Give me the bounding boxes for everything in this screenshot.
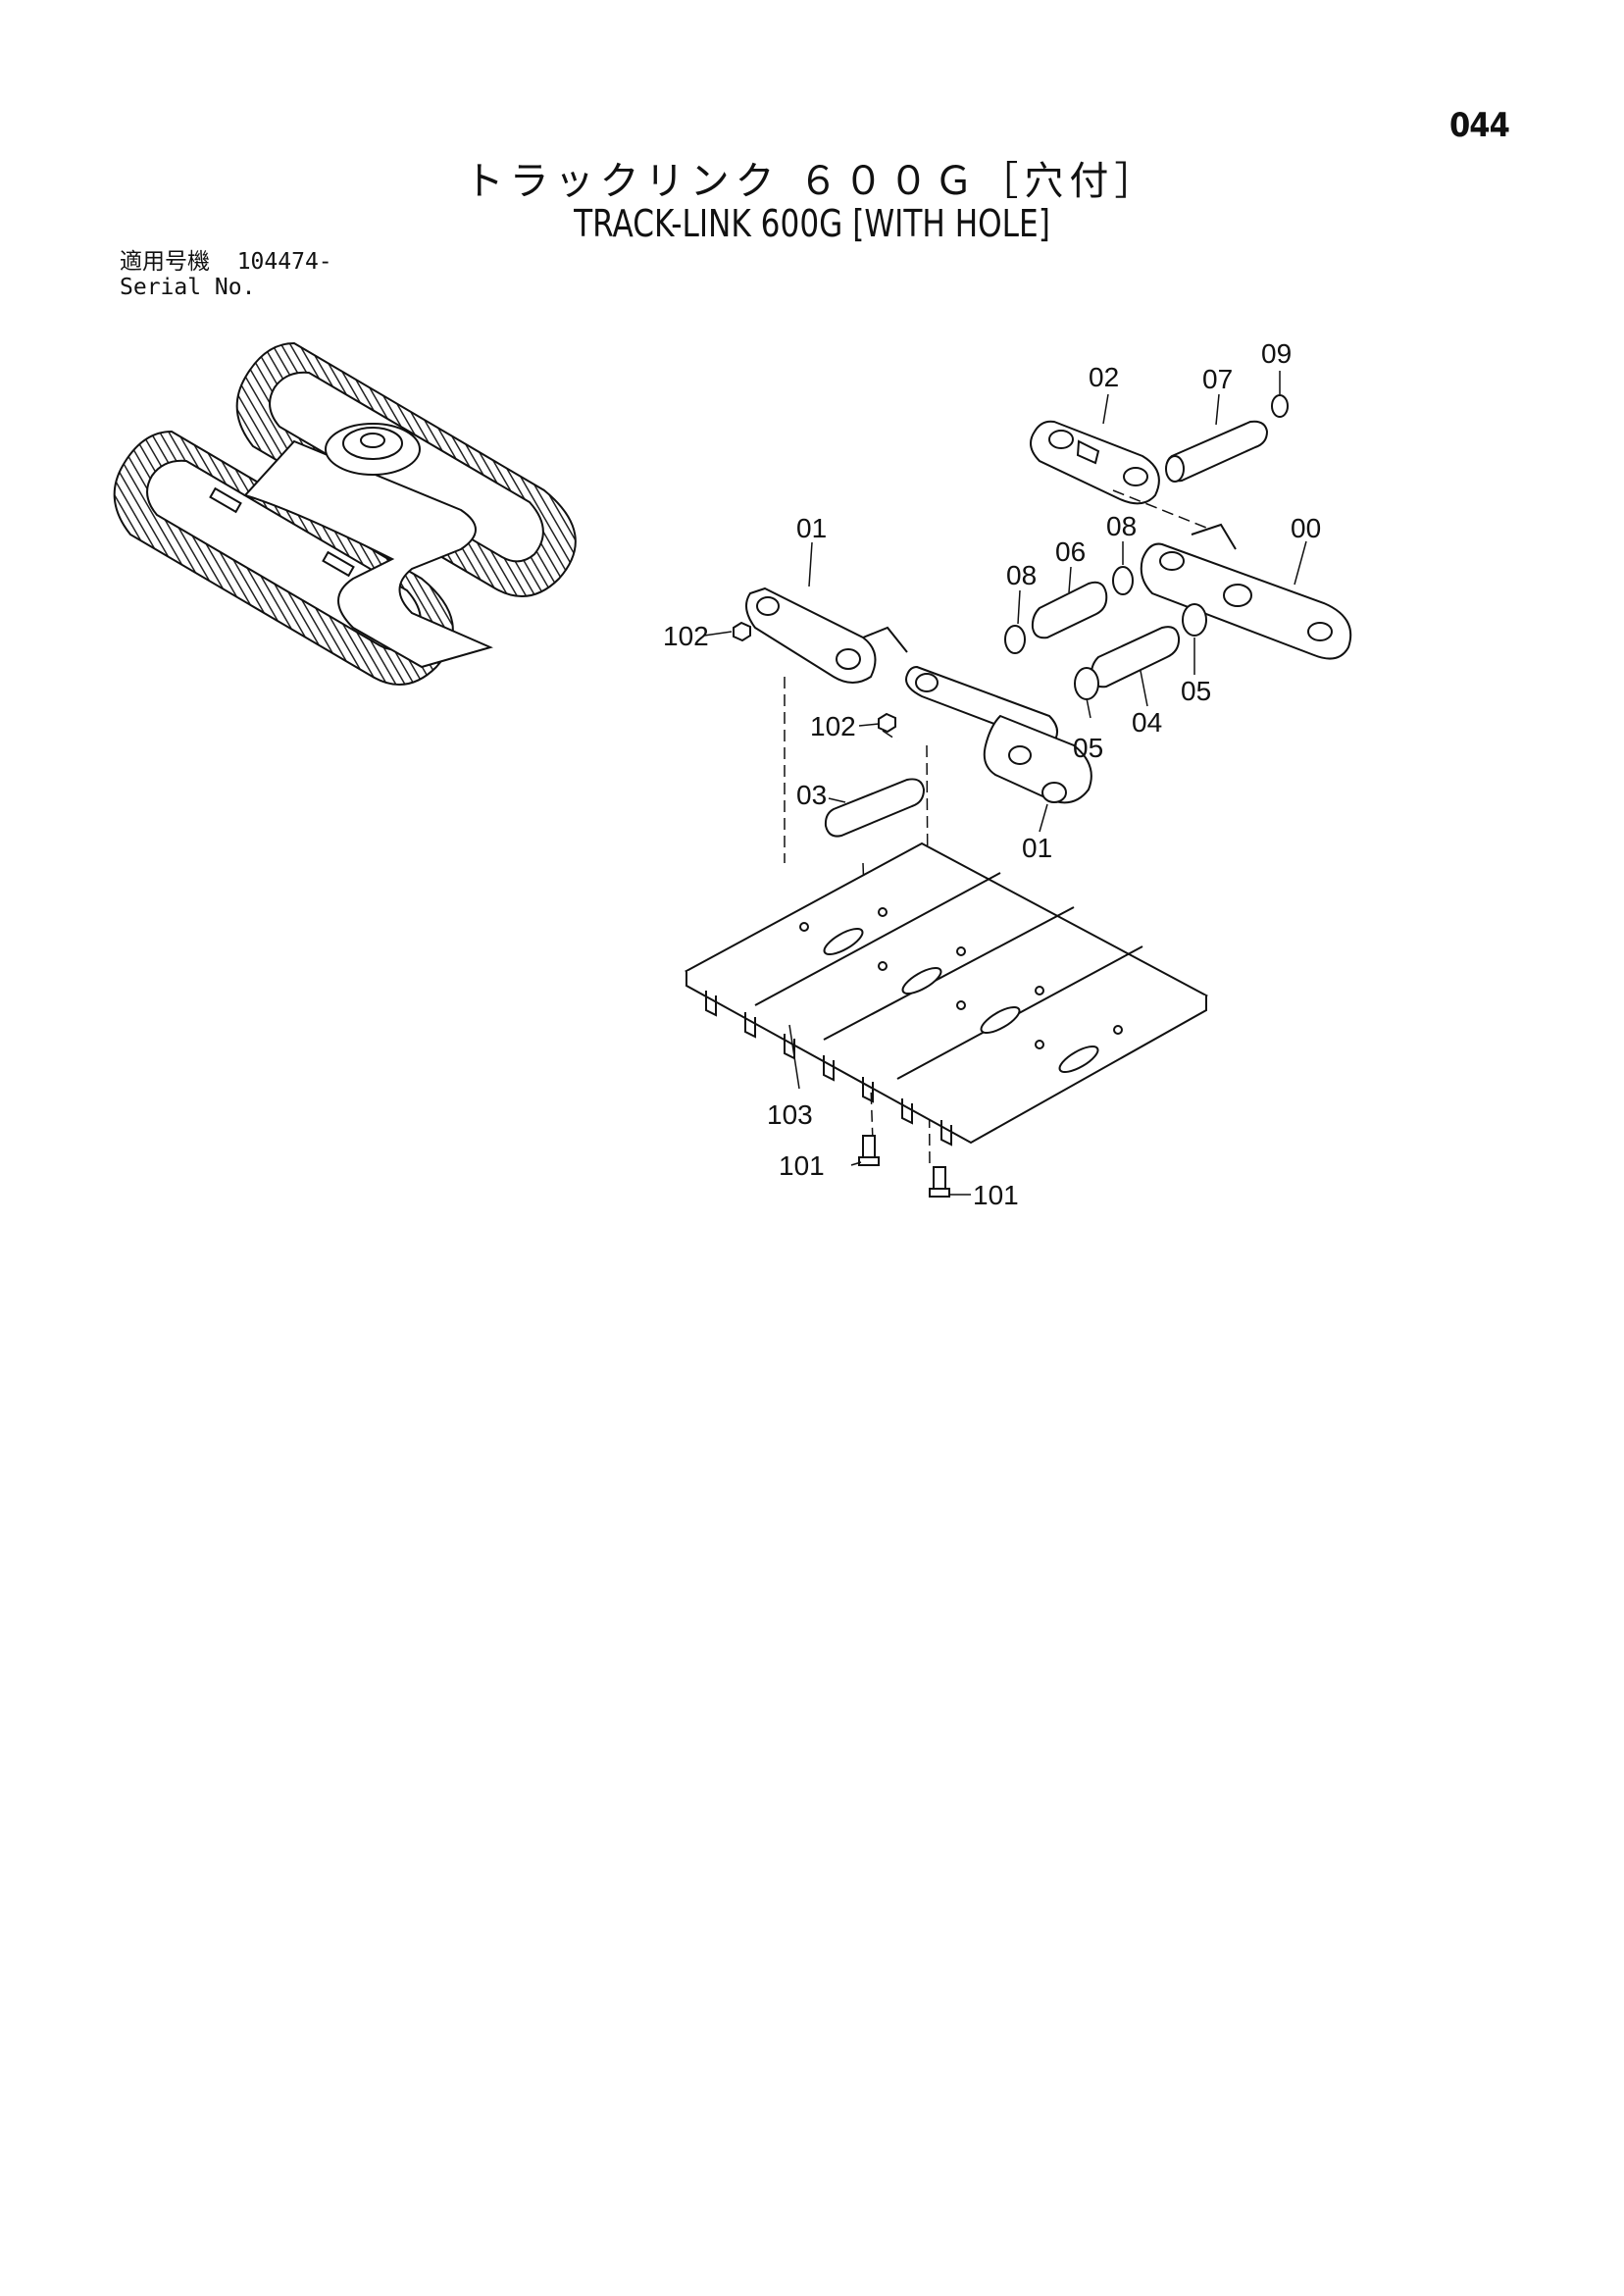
track-link-01-upper-illustration xyxy=(745,587,908,684)
callout-102-upper: 102 xyxy=(663,621,709,651)
callout-05-left: 05 xyxy=(1073,733,1103,763)
callout-01-lower: 01 xyxy=(1022,833,1052,863)
track-link-02-illustration xyxy=(1030,420,1160,505)
callout-09: 09 xyxy=(1261,338,1292,369)
callout-07: 07 xyxy=(1202,364,1233,394)
callout-leader-lines xyxy=(703,371,1307,1196)
callout-101-left: 101 xyxy=(779,1150,825,1181)
callout-08-left: 08 xyxy=(1006,560,1037,590)
callout-02: 02 xyxy=(1089,362,1119,392)
callout-labels: 02 07 09 01 08 06 08 00 102 102 05 04 05… xyxy=(663,338,1321,1210)
serial-value: 104474- xyxy=(236,249,332,275)
seal-08-upper-illustration xyxy=(1112,566,1134,595)
nut-102-lower-illustration xyxy=(878,712,896,734)
pin-03-illustration xyxy=(824,778,926,838)
callout-101-right: 101 xyxy=(973,1180,1019,1210)
seal-05-left-illustration xyxy=(1074,667,1099,700)
track-link-center-illustration xyxy=(905,665,1092,804)
serial-row-ja: 適用号機 104474- xyxy=(120,249,332,275)
ring-09-illustration xyxy=(1271,394,1289,418)
callout-03: 03 xyxy=(796,780,827,810)
bushing-04-illustration xyxy=(1090,626,1181,689)
seal-05-right-illustration xyxy=(1182,603,1207,637)
seal-08-lower-illustration xyxy=(1004,625,1026,654)
bolt-101-illustration xyxy=(858,1135,950,1198)
page-title-english: TRACK-LINK 600G [WITH HOLE] xyxy=(574,202,1050,245)
callout-103: 103 xyxy=(767,1099,813,1130)
callout-01-upper: 01 xyxy=(796,513,827,543)
callout-102-lower: 102 xyxy=(810,711,856,741)
track-shoe-103-illustration xyxy=(684,842,1209,1147)
callout-05-right: 05 xyxy=(1181,676,1211,706)
pin-07-illustration xyxy=(1165,420,1269,483)
callout-06: 06 xyxy=(1055,536,1086,567)
callout-04: 04 xyxy=(1132,707,1162,738)
page-number: 044 xyxy=(1449,106,1510,145)
track-link-exploded-view xyxy=(733,394,1352,1168)
callout-00: 00 xyxy=(1291,513,1321,543)
page-title-japanese: トラックリンク ６００Ｇ［穴付］ xyxy=(464,159,1160,204)
serial-number-block: 適用号機 104474- Serial No. xyxy=(120,249,332,300)
bushing-06-illustration xyxy=(1031,581,1108,639)
undercarriage-overview-illustration xyxy=(113,341,577,686)
serial-label-ja: 適用号機 xyxy=(120,249,210,275)
serial-label-en: Serial No. xyxy=(120,275,256,300)
nut-102-upper-illustration xyxy=(733,621,751,642)
track-link-00-illustration xyxy=(1140,523,1352,660)
callout-08-right: 08 xyxy=(1106,511,1137,541)
